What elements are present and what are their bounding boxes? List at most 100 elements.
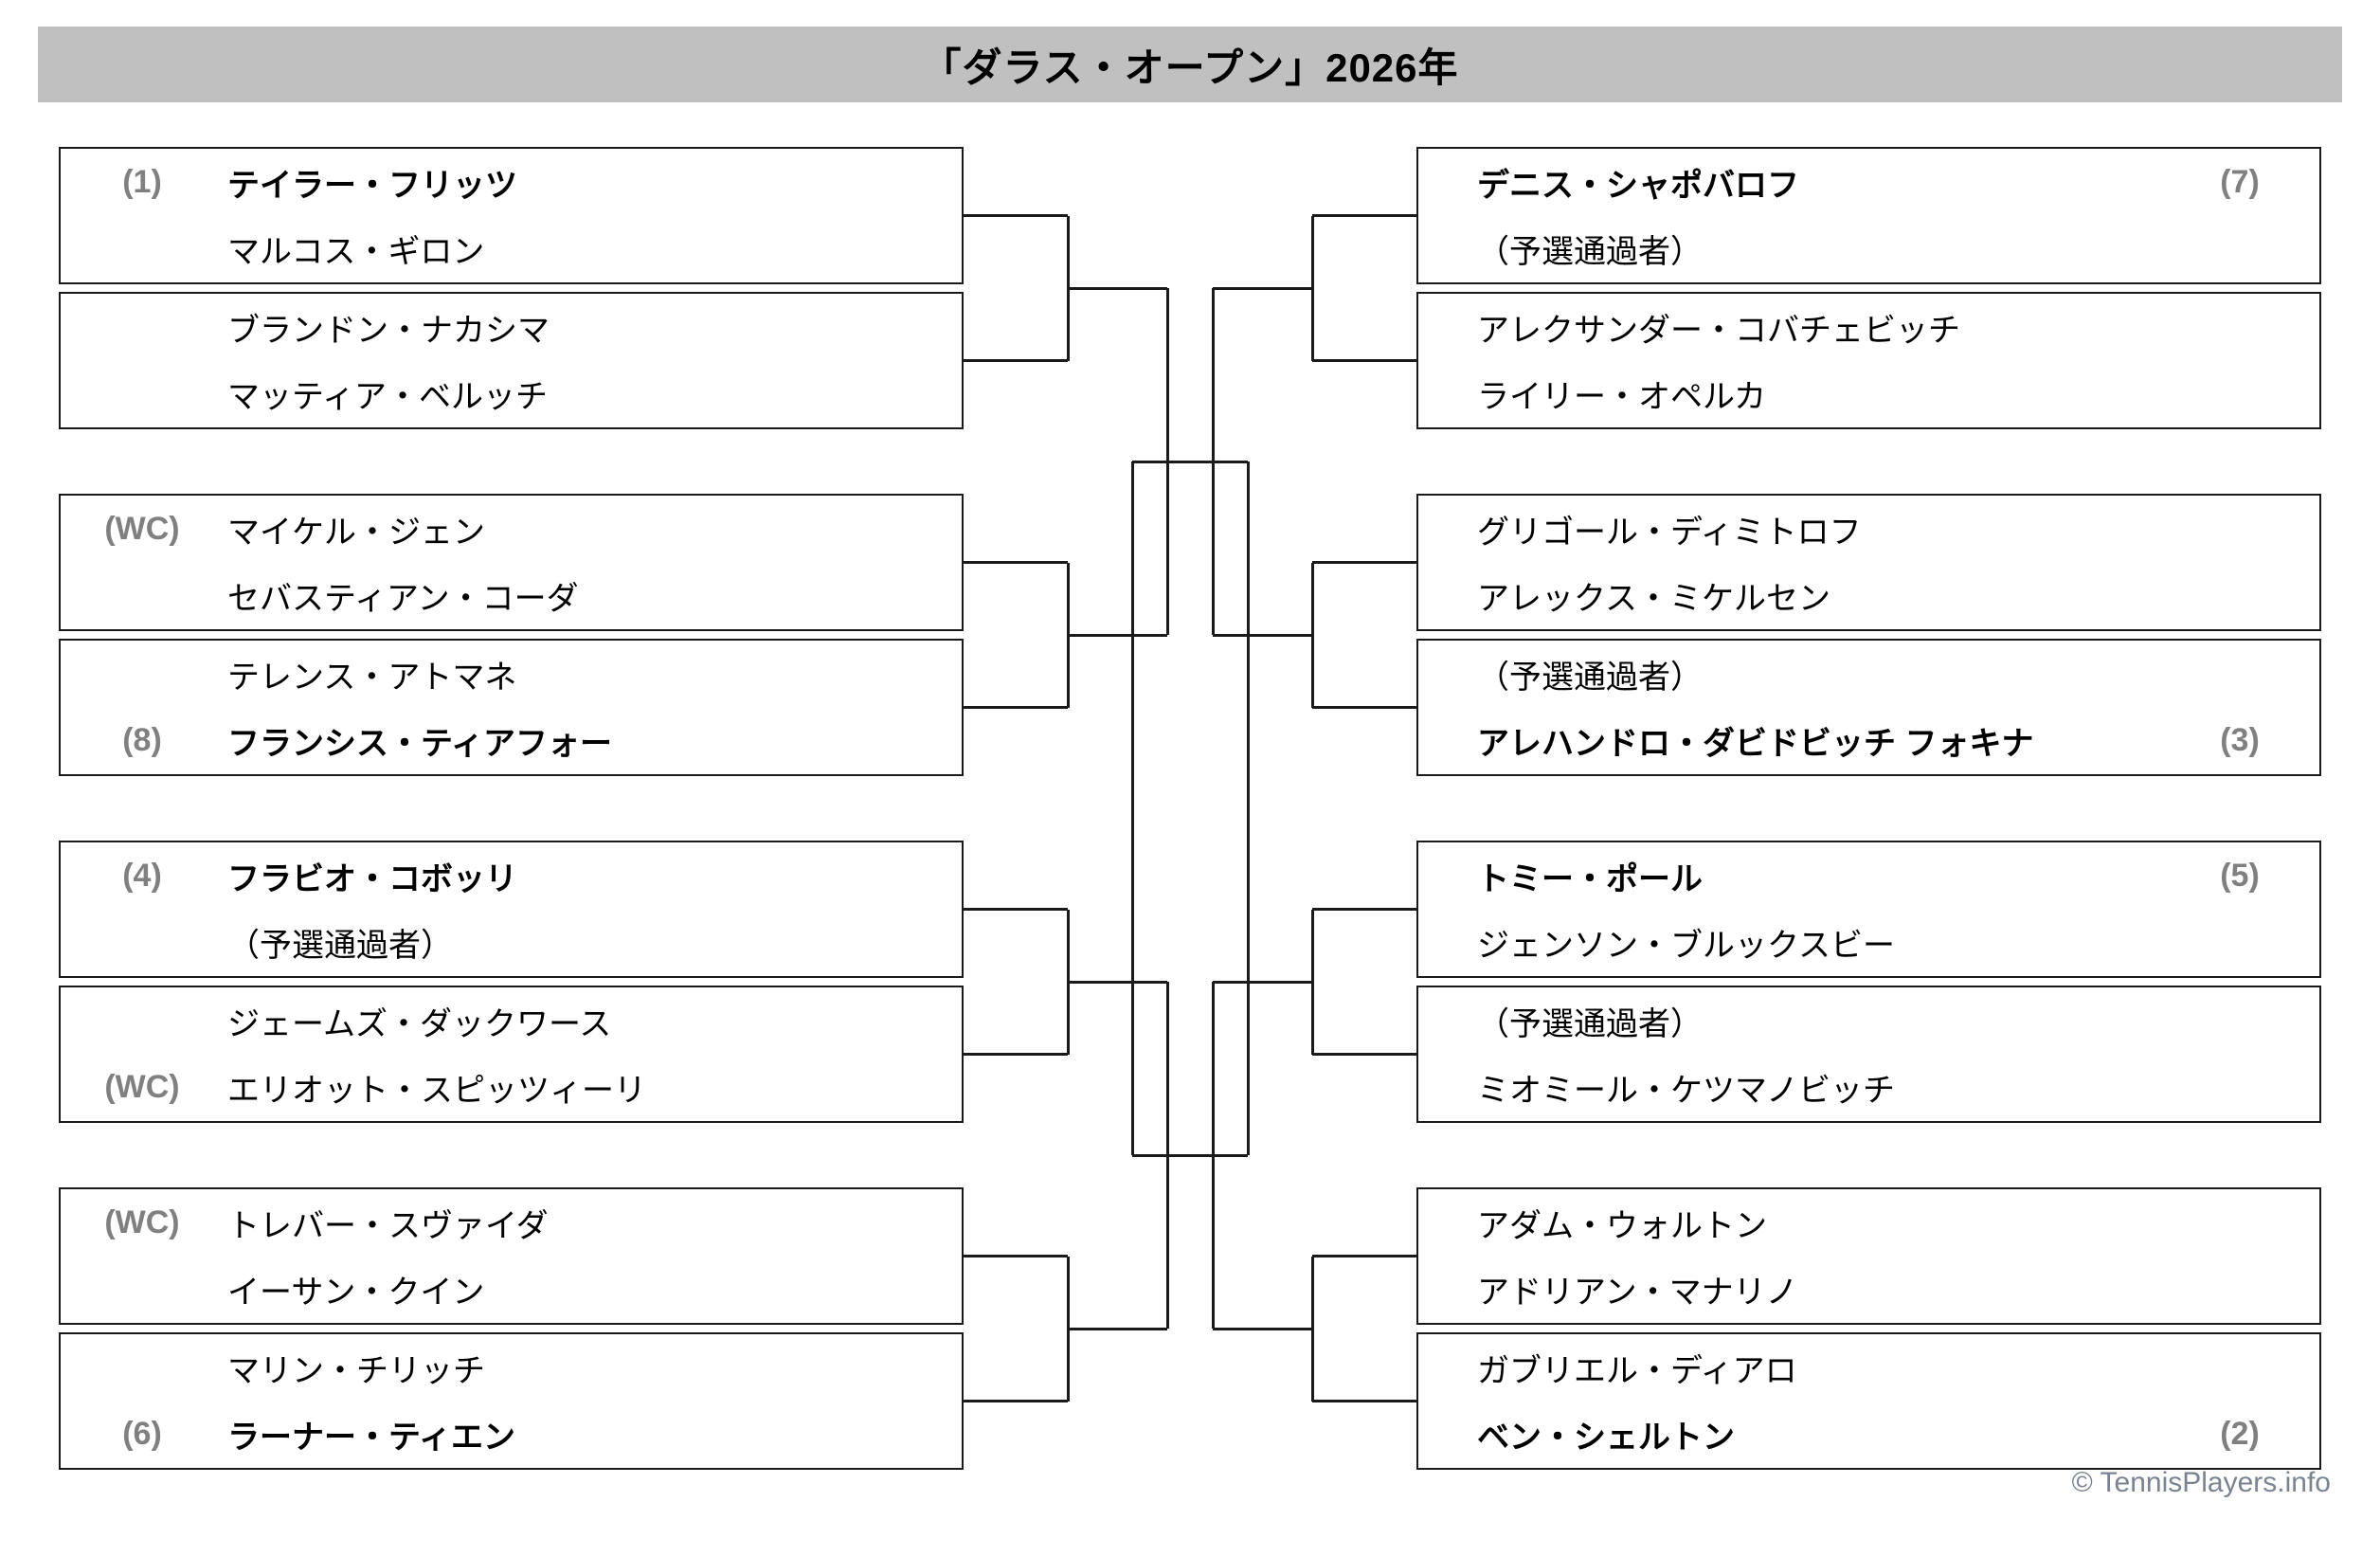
player-slot[interactable]: ミオミール・ケツマノビッチ [1439,1055,2297,1119]
match-box [59,1332,964,1470]
match-box [1416,292,2321,429]
player-slot[interactable]: (5)トミー・ポール [1439,843,2297,908]
player-slot[interactable]: （予選通過者） [1439,216,2297,280]
match-box [59,986,964,1123]
player-name: （予選通過者） [1477,1005,1703,1042]
match-box [1416,639,2321,776]
player-slot[interactable]: ジェンソン・ブルックスビー [1439,910,2297,974]
bracket-connector-v [1246,461,1250,1155]
player-slot[interactable]: （予選通過者） [1439,642,2297,706]
seed-label: (4) [122,857,162,894]
bracket-connector-v [1310,909,1314,1055]
player-slot[interactable]: マルコス・ギロン [85,216,943,280]
player-slot[interactable]: ブランドン・ナカシマ [85,295,943,359]
player-slot[interactable]: グリゴール・ディミトロフ [1439,497,2297,561]
player-name: ミオミール・ケツマノビッチ [1477,1072,1895,1109]
bracket-connector-h [1312,214,1416,217]
match-box [1416,986,2321,1123]
bracket-connector-h [964,908,1068,911]
player-slot[interactable]: (2)ベン・シェルトン [1439,1402,2297,1466]
bracket-connector-h [1213,633,1312,637]
player-name: イーサン・クイン [227,1274,485,1311]
player-slot[interactable]: アレックス・ミケルセン [1439,563,2297,627]
match-box [1416,494,2321,631]
player-slot[interactable]: （予選通過者） [1439,988,2297,1053]
bracket-connector-h [1312,1400,1416,1402]
bracket-connector-h [964,1400,1068,1402]
player-name: アレクサンダー・コバチェビッチ [1477,312,1960,349]
player-name: セバスティアン・コーダ [227,580,579,617]
player-name: ジェンソン・ブルックスビー [1477,927,1895,964]
player-slot[interactable]: アダム・ウォルトン [1439,1190,2297,1255]
player-slot[interactable]: (WC)マイケル・ジェン [85,497,943,561]
player-slot[interactable]: (6)ラーナー・ティエン [85,1402,943,1466]
seed-label: (2) [2220,1415,2260,1452]
bracket-connector-v [1211,982,1215,1329]
player-slot[interactable]: (WC)トレバー・スヴァイダ [85,1190,943,1255]
player-name: アレハンドロ・ダビドビッチ フォキナ [1477,725,2034,762]
player-name: ブランドン・ナカシマ [227,312,550,349]
bracket-connector-h [1132,460,1213,463]
bracket-connector-h [1213,980,1312,984]
seed-label: (WC) [104,510,180,547]
player-name: マリン・チリッチ [227,1352,485,1389]
player-slot[interactable]: (1) テイラー・フリッツ [85,150,943,214]
player-name: （予選通過者） [227,927,453,964]
player-slot[interactable]: (4) フラビオ・コボッリ [85,843,943,908]
page-title: 「ダラス・オープン」2026年 [921,45,1459,90]
bracket-connector-h [1312,1053,1416,1056]
match-box [59,1187,964,1325]
seed-label: (6) [122,1415,162,1452]
player-name: （予選通過者） [1477,233,1703,270]
player-slot[interactable]: (8) フランシス・ティアフォー [85,708,943,772]
match-box [1416,841,2321,978]
player-slot[interactable]: イーサン・クイン [85,1257,943,1321]
copyright-notice: © TennisPlayers.info [2071,1467,2331,1498]
bracket-connector-h [1213,286,1312,290]
match-box [59,147,964,284]
player-slot[interactable]: （予選通過者） [85,910,943,974]
bracket-connector-h [1132,1153,1213,1157]
player-name: トレバー・スヴァイダ [227,1207,549,1244]
bracket-connector-h [964,561,1068,564]
bracket-connector-h [1312,908,1416,911]
player-name: テイラー・フリッツ [227,167,517,204]
player-slot[interactable]: マッティア・ベルッチ [85,361,943,425]
match-box [1416,1187,2321,1325]
seed-label: (8) [122,721,162,758]
player-slot[interactable]: (7)デニス・シャポバロフ [1439,150,2297,214]
player-slot[interactable]: セバスティアン・コーダ [85,563,943,627]
bracket-connector-h [964,706,1068,709]
player-slot[interactable]: ジェームズ・ダックワース [85,988,943,1053]
match-box [59,292,964,429]
match-box [1416,1332,2321,1470]
match-box [59,494,964,631]
bracket-connector-h [1312,706,1416,709]
player-name: アレックス・ミケルセン [1477,580,1830,617]
player-name: （予選通過者） [1477,659,1703,696]
bracket-connector-v [1310,562,1314,708]
player-slot[interactable]: (WC)エリオット・スピッツィーリ [85,1055,943,1119]
match-box [59,639,964,776]
bracket-connector-h [1068,286,1167,290]
player-name: ライリー・オペルカ [1477,378,1766,415]
bracket-connector-v [1211,288,1215,635]
player-name: トミー・ポール [1477,860,1703,897]
player-name: フランシス・ティアフォー [227,725,612,762]
player-slot[interactable]: アドリアン・マナリノ [1439,1257,2297,1321]
match-box [1416,147,2321,284]
player-slot[interactable]: (3) アレハンドロ・ダビドビッチ フォキナ [1439,708,2297,772]
seed-label: (1) [122,163,162,200]
bracket-connector-h [1312,1255,1416,1257]
player-slot[interactable]: マリン・チリッチ [85,1335,943,1400]
player-name: エリオット・スピッツィーリ [227,1072,646,1109]
player-slot[interactable]: ガブリエル・ディアロ [1439,1335,2297,1400]
player-slot[interactable]: テレンス・アトマネ [85,642,943,706]
player-slot[interactable]: アレクサンダー・コバチェビッチ [1439,295,2297,359]
bracket-connector-h [1068,633,1167,637]
seed-label: (3) [2220,721,2260,758]
bracket-connector-h [964,359,1068,362]
player-name: フラビオ・コボッリ [227,860,517,897]
bracket-connector-h [964,1053,1068,1056]
player-slot[interactable]: ライリー・オペルカ [1439,361,2297,425]
